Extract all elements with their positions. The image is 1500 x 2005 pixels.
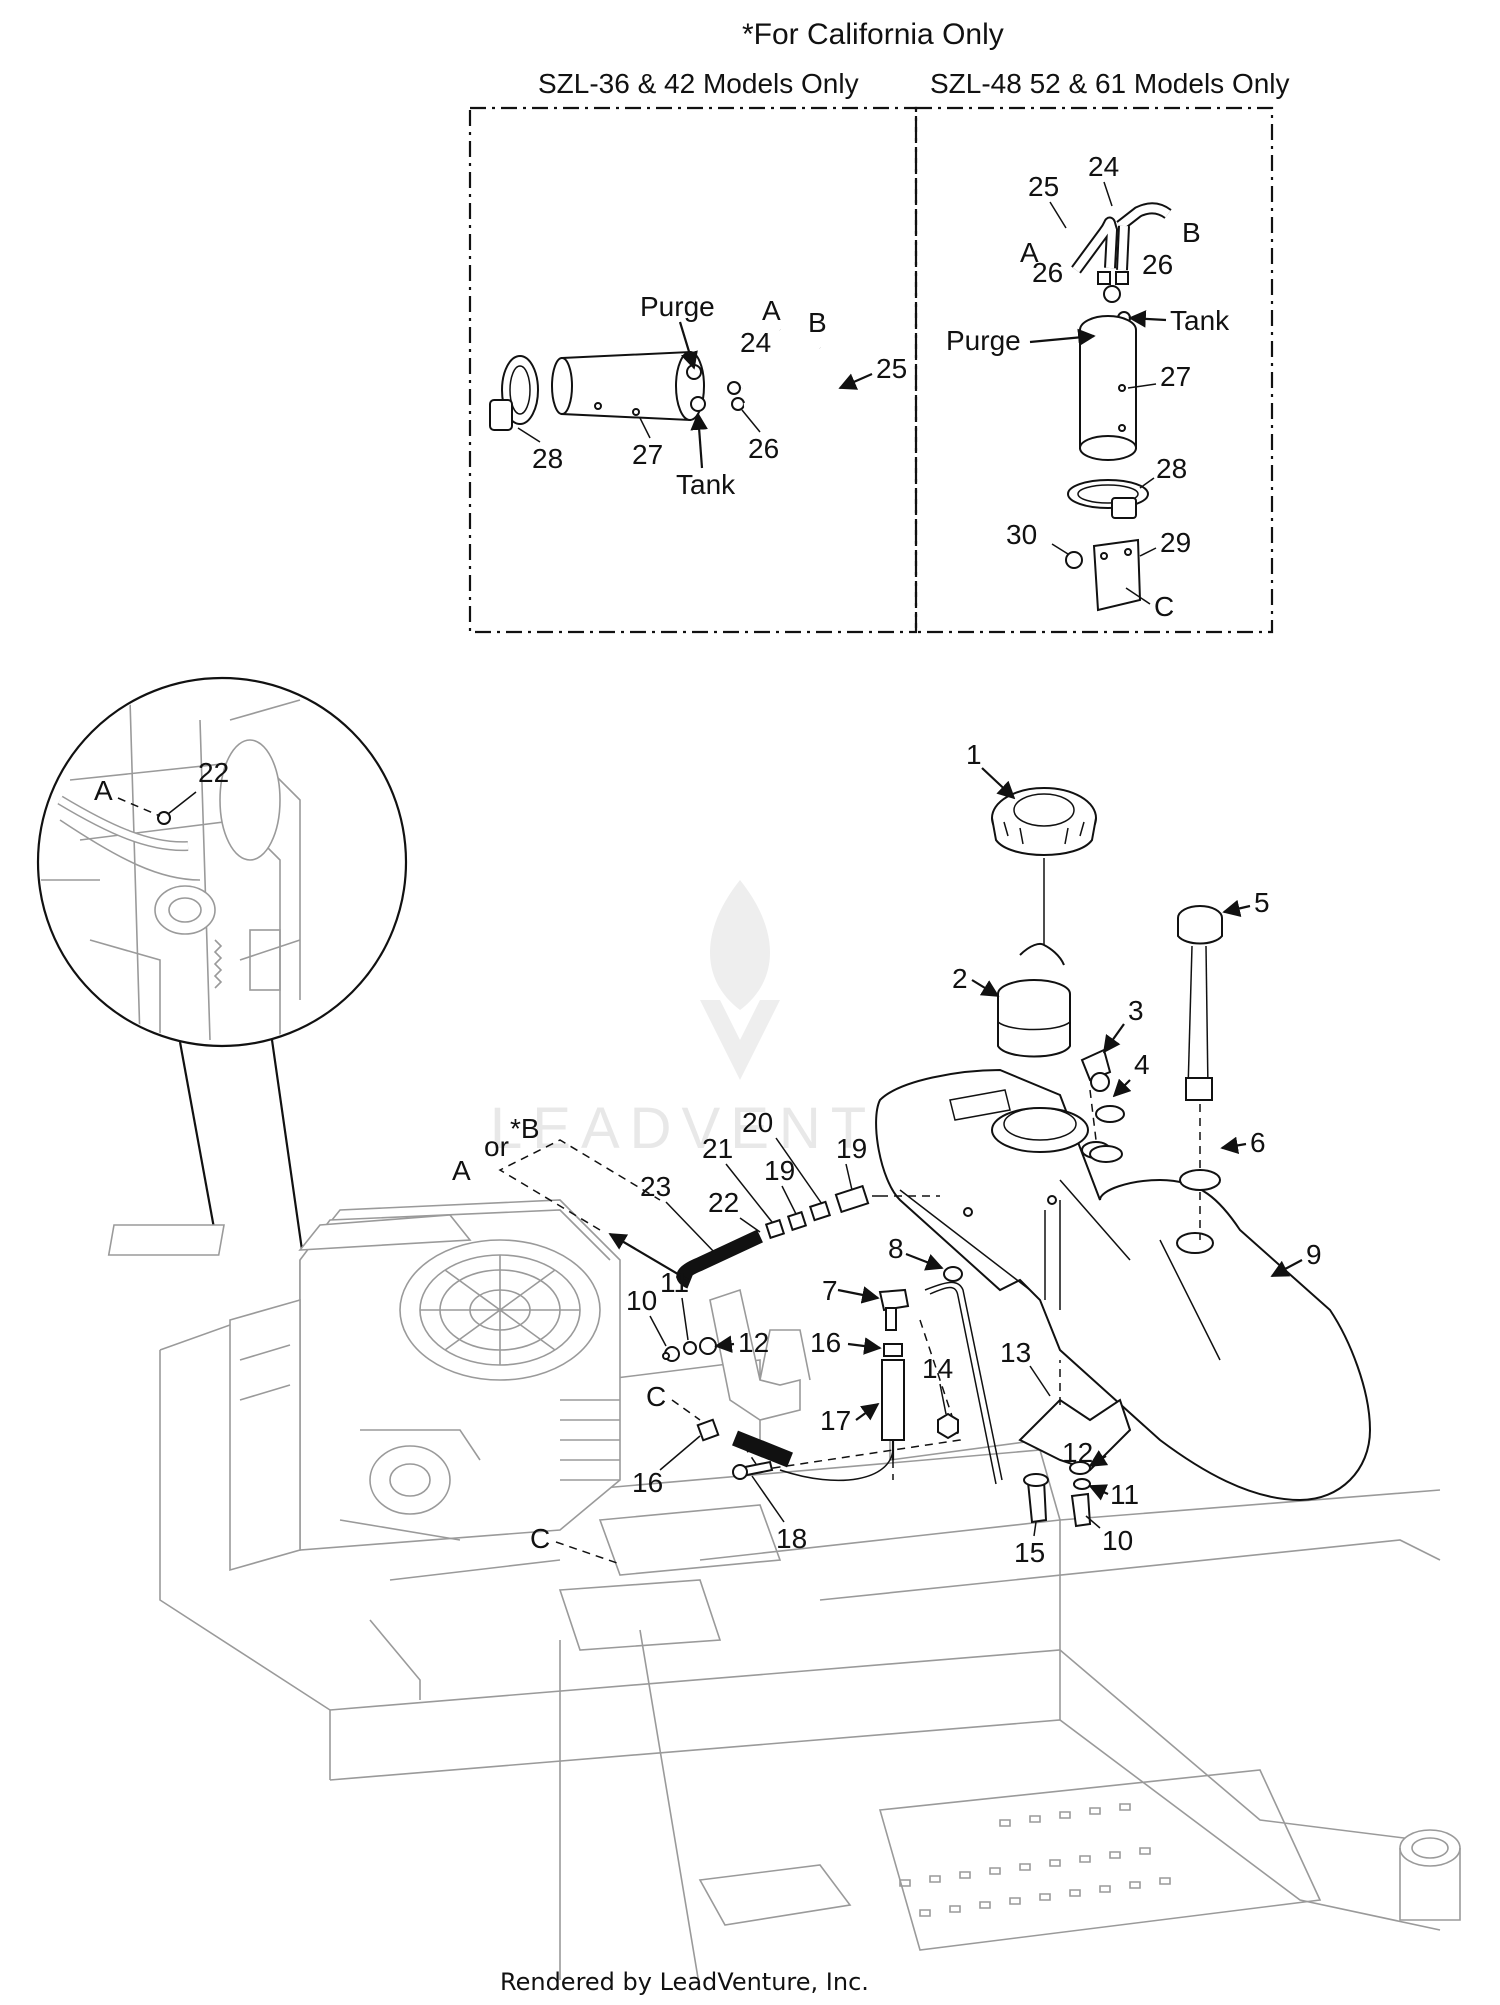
- label-b: B: [808, 307, 827, 338]
- callout-22-detail: 22: [198, 757, 229, 788]
- callout-10-left: 10: [626, 1285, 657, 1316]
- fuel-tank: [875, 1068, 1372, 1502]
- callout-22: 22: [708, 1187, 739, 1218]
- callout-23: 23: [640, 1171, 671, 1202]
- left-panel-callouts: Purge A B 24 25 26 27 28 Tank: [517, 291, 907, 500]
- purge-label-right: Purge: [946, 325, 1021, 356]
- label-c-lower: C: [530, 1523, 550, 1554]
- callout-6: 6: [1250, 1127, 1266, 1158]
- callout-26: 26: [748, 433, 779, 464]
- callout-28: 28: [532, 443, 563, 474]
- callout-16-upper: 16: [810, 1327, 841, 1358]
- callout-25-right: 25: [1028, 171, 1059, 202]
- callout-13: 13: [1000, 1337, 1031, 1368]
- fuel-vent-cup: [997, 979, 1071, 1058]
- callout-4: 4: [1134, 1049, 1150, 1080]
- callout-3: 3: [1128, 995, 1144, 1026]
- label-a-right: A: [1020, 237, 1039, 268]
- callout-28-right: 28: [1156, 453, 1187, 484]
- label-b-right: B: [1182, 217, 1201, 248]
- callout-17: 17: [820, 1405, 851, 1436]
- callout-11-right: 11: [1110, 1479, 1139, 1510]
- vent-line-assembly: [498, 1139, 940, 1289]
- left-canister-assembly: [489, 328, 831, 431]
- callout-27-right: 27: [1160, 361, 1191, 392]
- tank-label-right: Tank: [1170, 305, 1230, 336]
- left-mount-hardware: [662, 1288, 811, 1421]
- callout-20: 20: [742, 1107, 773, 1138]
- callout-8: 8: [888, 1233, 904, 1264]
- callout-25: 25: [876, 353, 907, 384]
- main-callouts: 1 2 3 4 5 6 7 8 9 10 11 12 13 14 15 16 1…: [452, 739, 1322, 1568]
- right-canister-assembly: [1065, 202, 1172, 612]
- tank-label: Tank: [676, 469, 736, 500]
- left-panel-heading: SZL-36 & 42 Models Only: [538, 68, 859, 99]
- callout-14: 14: [922, 1353, 953, 1384]
- engine: [107, 1199, 621, 1572]
- callout-10-right: 10: [1102, 1525, 1133, 1556]
- callout-30-right: 30: [1006, 519, 1037, 550]
- callout-7: 7: [822, 1275, 838, 1306]
- tank-fittings: [1080, 1048, 1125, 1163]
- label-c-upper: C: [646, 1381, 666, 1412]
- callout-19-left: 19: [764, 1155, 795, 1186]
- california-only-title: *For California Only: [742, 18, 1004, 51]
- callout-24-right: 24: [1088, 151, 1119, 182]
- rendered-by-footer: Rendered by LeadVenture, Inc.: [500, 1968, 869, 1996]
- callout-9: 9: [1306, 1239, 1322, 1270]
- fuel-gauge-sender: [1177, 905, 1223, 1240]
- fuel-cap: [991, 787, 1097, 966]
- callout-29-right: 29: [1160, 527, 1191, 558]
- purge-label: Purge: [640, 291, 715, 322]
- callout-12-right: 12: [1062, 1437, 1093, 1468]
- fuel-line-assembly: [696, 1266, 1003, 1485]
- label-a-main: A: [452, 1155, 471, 1186]
- right-panel-callouts: 24 25 A B 26 26 Tank Purge 27 28 30 29 C: [946, 151, 1230, 622]
- label-c-right: C: [1154, 591, 1174, 622]
- california-panels-frame: [468, 106, 1274, 634]
- right-panel-heading: SZL-48 52 & 61 Models Only: [930, 68, 1290, 99]
- label-b-main: *B: [510, 1113, 540, 1144]
- callout-26a-right: 26: [1032, 257, 1063, 288]
- callout-1: 1: [966, 739, 982, 770]
- callout-11-left: 11: [660, 1267, 689, 1298]
- grating-holes: [899, 1803, 1171, 1917]
- callout-26b-right: 26: [1142, 249, 1173, 280]
- label-a: A: [762, 295, 781, 326]
- callout-12-left: 12: [738, 1327, 769, 1358]
- callout-16-lower: 16: [632, 1467, 663, 1498]
- callout-27: 27: [632, 439, 663, 470]
- callout-18: 18: [776, 1523, 807, 1554]
- callout-24: 24: [740, 327, 771, 358]
- label-or-main: or: [484, 1131, 509, 1162]
- label-a-detail: A: [94, 775, 113, 806]
- engine-detail-inset: A 22: [36, 676, 408, 1251]
- callout-19-right: 19: [836, 1133, 867, 1164]
- callout-2: 2: [952, 963, 968, 994]
- callout-5: 5: [1254, 887, 1270, 918]
- callout-21: 21: [702, 1133, 733, 1164]
- mower-frame: [159, 1260, 1461, 1991]
- callout-15: 15: [1014, 1537, 1045, 1568]
